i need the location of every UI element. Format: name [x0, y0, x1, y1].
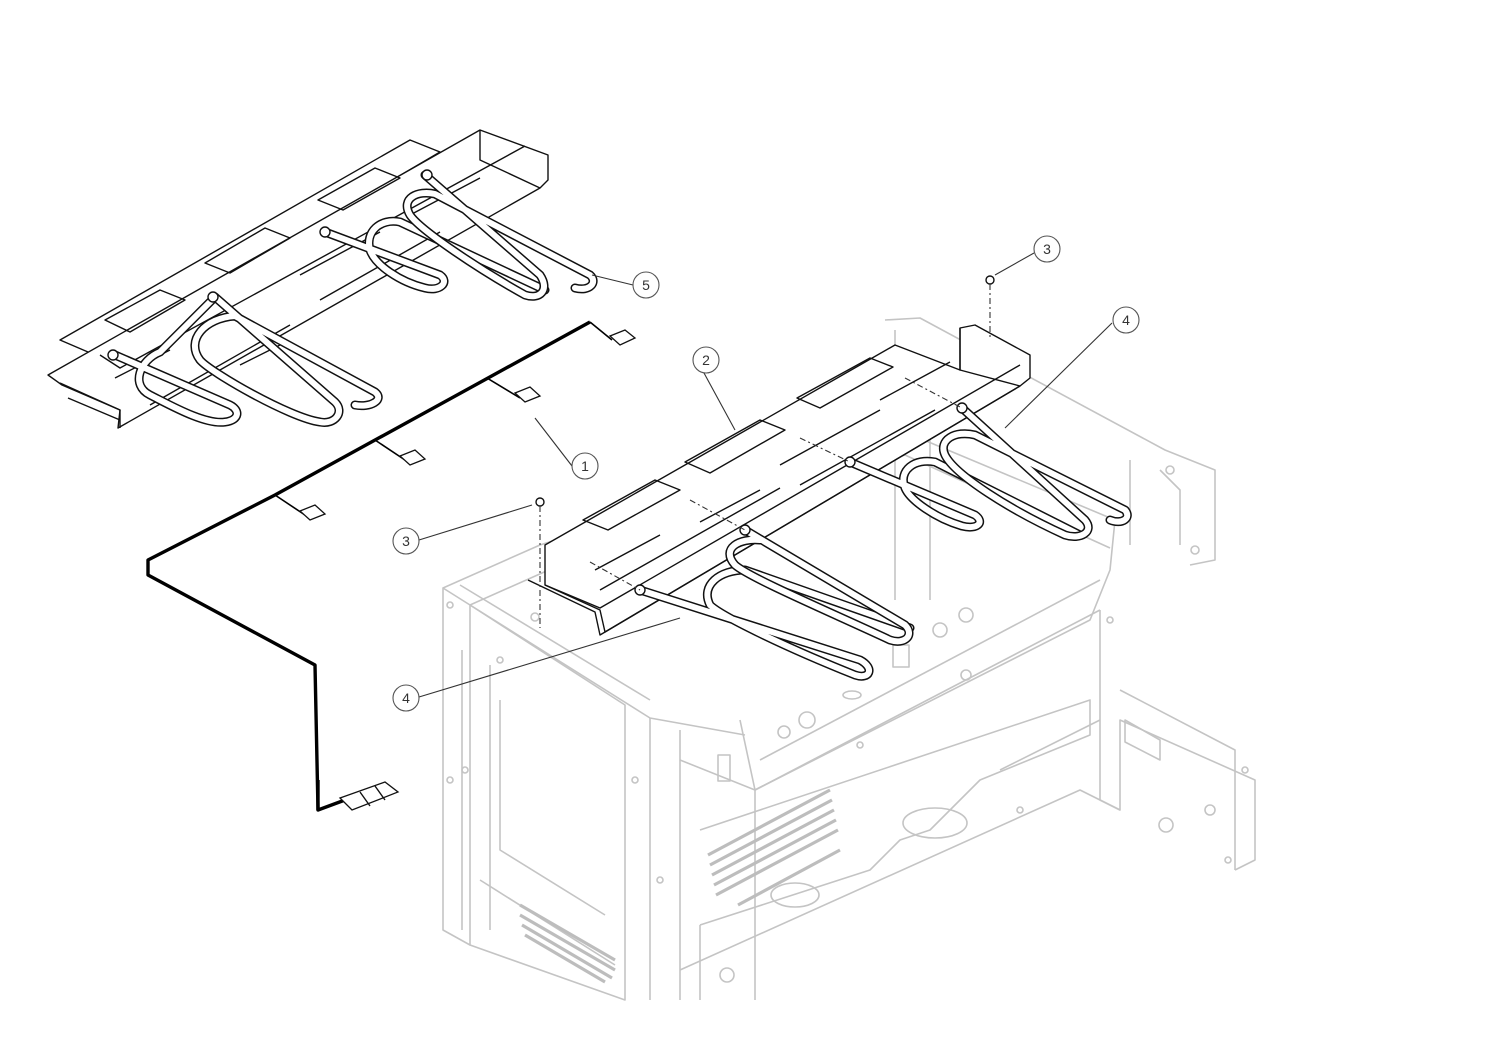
svg-text:3: 3: [1043, 241, 1051, 257]
connector-plug: [298, 329, 637, 811]
screw-right-icon: [985, 275, 995, 285]
wire-harness: [146, 320, 637, 812]
callout-heater-element-right: 4: [1112, 306, 1140, 334]
chassis-frame: [442, 317, 1256, 1001]
heater-assembly-exploded: [47, 129, 598, 429]
callout-screw-left: 3: [392, 527, 420, 555]
screws: [535, 275, 995, 628]
leader-lines: [418, 252, 1113, 698]
vent-slots: [519, 788, 841, 984]
callout-wire-harness: 1: [571, 452, 599, 480]
callout-screw-right: 3: [1033, 235, 1061, 263]
svg-text:4: 4: [402, 690, 410, 706]
svg-text:2: 2: [702, 352, 710, 368]
callout-heater-element-left: 4: [392, 684, 420, 712]
svg-text:3: 3: [402, 533, 410, 549]
svg-text:5: 5: [642, 277, 650, 293]
callout-heater-assembly: 5: [632, 271, 660, 299]
svg-text:4: 4: [1122, 312, 1130, 328]
heater-tray: [527, 324, 1031, 636]
svg-text:1: 1: [581, 458, 589, 474]
heater-elements: [589, 377, 1132, 681]
screw-left-icon: [535, 497, 545, 507]
callout-heater-tray: 2: [692, 346, 720, 374]
